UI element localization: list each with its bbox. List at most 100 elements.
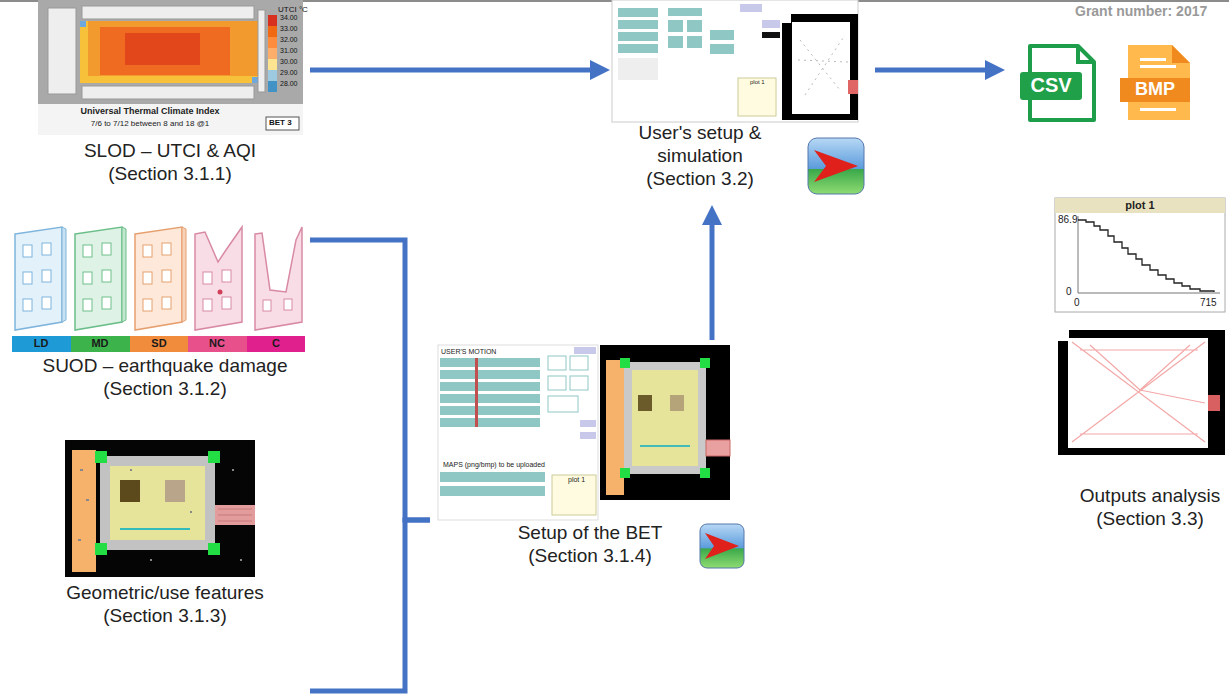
caption-text: User's setup & simulation (Section 3.2) (620, 122, 780, 190)
damage-walls-part (222, 297, 231, 309)
scale-value: 34.00 (280, 14, 298, 22)
axis-value: 715 (1200, 297, 1217, 309)
simulation-screenshot-part (618, 58, 658, 80)
damage-walls-part (162, 243, 171, 255)
utci-map-part (82, 86, 254, 99)
simulation-screenshot-part (782, 14, 858, 120)
scale-value: 30.00 (280, 58, 298, 66)
slod-panel: SLOD – UTCI & AQI (Section 3.1.1) (30, 0, 310, 200)
utci-map-part (38, 0, 303, 104)
bet-setup-screenshot-part (440, 370, 540, 379)
utci-map-part (268, 15, 277, 26)
output-map-part (1068, 338, 1208, 448)
damage-walls-part (284, 299, 292, 310)
utci-map-part (82, 6, 254, 19)
bet-setup-screenshot-part (574, 347, 596, 354)
bet-setup-screenshot-part (700, 468, 710, 478)
map-title: Universal Thermal Climate Index (80, 106, 219, 116)
simulation-screenshot-part (792, 22, 850, 114)
simulation-screenshot-part (618, 20, 658, 29)
bmp-icon-part (1120, 78, 1190, 102)
bmp-icon-part (1140, 65, 1176, 68)
utci-map (38, 0, 303, 135)
damage-walls-part (83, 272, 92, 284)
axis-value: 0 (1066, 286, 1072, 298)
damage-scale-bar-part (12, 336, 71, 352)
bet-setup-screenshot-part (438, 345, 598, 520)
utci-map-part (80, 21, 260, 83)
simulation-screenshot-part (738, 78, 776, 116)
damage-scale-bar (12, 336, 305, 352)
simulation-screenshot (612, 0, 858, 122)
geometry-map-part (208, 543, 220, 555)
panel-heading: MAPS (png/bmp) to be uploaded (443, 461, 545, 469)
geometry-map-part (95, 451, 107, 463)
damage-walls-part (23, 245, 32, 257)
bmp-icon (1120, 45, 1190, 120)
panel-heading: USER'S MOTION (441, 348, 496, 356)
output-map-part (1058, 330, 1069, 341)
caption-text: Setup of the BET (Section 3.1.4) (505, 522, 675, 568)
scale-value: 33.00 (280, 25, 298, 33)
bet-setup-screenshot-part (620, 468, 630, 478)
damage-walls-part (102, 270, 111, 282)
caption-text: SLOD – UTCI & AQI (Section 3.1.1) (70, 140, 270, 186)
bet-setup-screenshot-part (570, 376, 588, 390)
bet-setup-screenshot-part (632, 370, 698, 466)
bet-setup-screenshot-part (580, 432, 596, 439)
damage-walls-part (23, 299, 32, 311)
utci-map-part (268, 81, 277, 92)
utci-map-part (80, 21, 86, 27)
simulation-screenshot-part (687, 36, 702, 48)
simulation-screenshot-part (848, 80, 858, 94)
netlogo-icon-part (700, 524, 744, 568)
utci-map-part (266, 117, 299, 130)
damage-walls-part (23, 272, 32, 284)
suod-panel: SUOD – earthquake damage (Section 3.1.2) (5, 225, 310, 420)
utci-map-part (268, 26, 277, 37)
bmp-icon-part (1172, 45, 1190, 63)
damage-walls-part (122, 227, 126, 322)
bet-setup-screenshot-part (638, 395, 652, 411)
damage-walls-part (203, 299, 212, 311)
csv-icon-part (1030, 46, 1094, 120)
bet-setup-screenshot-part (580, 420, 596, 427)
csv-icon (1020, 46, 1094, 120)
simulation-screenshot-part (762, 32, 780, 38)
simulation-screenshot-part (762, 20, 780, 28)
flow-arrow (710, 221, 715, 340)
damage-walls-part (42, 243, 51, 255)
bet-setup-screenshot (438, 345, 730, 520)
output-plot-part (1055, 198, 1225, 213)
plot-title: plot 1 (750, 79, 765, 86)
damage-walls-part (42, 297, 51, 309)
simulation-screenshot-part (668, 36, 683, 48)
output-map-part (1058, 330, 1225, 455)
damage-walls-part (218, 290, 223, 295)
bet-setup-screenshot-part (440, 382, 540, 391)
geometry-map-part (78, 470, 242, 560)
caption-text: Geometric/use features (Section 3.1.3) (45, 582, 285, 628)
bracket-connector (310, 520, 430, 691)
geometry-map-part (208, 451, 220, 463)
utci-map-part (258, 10, 265, 92)
scale-value: 28.00 (280, 80, 298, 88)
output-map-part (1208, 395, 1220, 411)
axis-value: 0 (1074, 297, 1080, 309)
bet-setup-screenshot-part (570, 356, 588, 370)
damage-walls-part (203, 272, 212, 284)
utci-map-part (268, 70, 277, 81)
scale-value: 29.00 (280, 69, 298, 77)
damage-walls-part (263, 300, 271, 311)
bracket-connector (310, 240, 430, 520)
simulation-screenshot-part (740, 4, 762, 12)
bet-setup-screenshot-part (548, 396, 578, 412)
damage-level: LD (34, 337, 49, 350)
damage-walls-part (135, 227, 182, 330)
bmp-icon-part (1140, 58, 1166, 61)
utci-map-part (48, 8, 76, 94)
damage-level: SD (151, 337, 166, 350)
damage-level: MD (91, 337, 108, 350)
simulation-screenshot-part (782, 14, 791, 23)
damage-walls-part (222, 270, 231, 282)
